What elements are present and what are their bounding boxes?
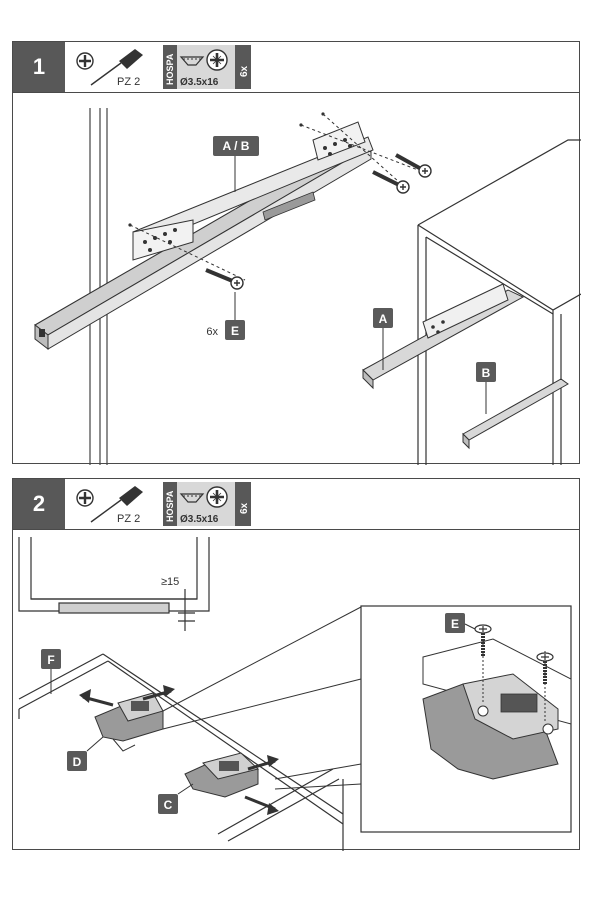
arrow-up-right-c xyxy=(247,755,279,771)
countersunk-screw-icon xyxy=(179,56,205,66)
screw-info: HOSPA Ø3.5x16 6x xyxy=(163,482,251,526)
arrow-down-right-c xyxy=(244,795,279,815)
label-b: B xyxy=(476,362,496,414)
label-d-text: D xyxy=(73,755,82,769)
step-2-header: 2 PZ 2 HOSPA xyxy=(13,479,579,530)
screw-qty-label: 6x xyxy=(239,502,250,514)
tool-info: PZ 2 xyxy=(73,482,161,526)
screw-e-2 xyxy=(395,153,432,178)
arrow-left-d xyxy=(79,689,114,707)
label-ab-text: A / B xyxy=(223,139,250,153)
label-f-text: F xyxy=(47,653,54,667)
screw-size-label: Ø3.5x16 xyxy=(180,514,219,525)
phillips-bit-icon xyxy=(76,52,94,70)
label-e-text: E xyxy=(231,324,239,338)
label-e: E 6x xyxy=(206,292,245,340)
runner-b xyxy=(462,378,569,450)
zoom-callout-lines xyxy=(162,606,362,790)
label-a-text: A xyxy=(379,312,388,326)
brand-label: HOSPA xyxy=(165,490,175,522)
step-1-header: 1 PZ 2 HOSPA xyxy=(13,42,579,93)
screw-tips xyxy=(128,112,325,227)
screwdriver-icon xyxy=(90,49,143,86)
label-a: A xyxy=(373,308,393,370)
screwdriver-icon xyxy=(90,486,143,523)
pozidriv-head-icon xyxy=(206,49,228,71)
screw-e-1 xyxy=(205,268,244,290)
label-e: E xyxy=(445,613,476,633)
drawer-cross-section xyxy=(18,537,210,631)
label-b-text: B xyxy=(482,366,491,380)
countersunk-screw-icon xyxy=(179,493,205,503)
label-ab: A / B xyxy=(213,136,259,192)
step-1-illustration: A / B E 6x A xyxy=(34,108,581,465)
screw-e-right xyxy=(536,652,554,685)
screw-icon xyxy=(129,113,419,281)
runner-a xyxy=(362,283,525,390)
zoom-inset xyxy=(360,605,572,833)
step-1-number: 1 xyxy=(13,42,65,92)
tool-size-label: PZ 2 xyxy=(117,76,140,88)
brand-label: HOSPA xyxy=(165,53,175,85)
tool-size-label: PZ 2 xyxy=(117,513,140,525)
step-2-number: 2 xyxy=(13,479,65,529)
label-c: C xyxy=(158,783,194,814)
screw-qty-label: 6x xyxy=(239,65,250,77)
label-e-count: 6x xyxy=(206,326,218,338)
pozidriv-head-icon xyxy=(206,486,228,508)
step-2-panel: 2 PZ 2 HOSPA xyxy=(12,478,580,851)
label-f: F xyxy=(41,649,61,694)
arrow-right-d xyxy=(142,685,175,701)
label-c-text: C xyxy=(164,798,173,812)
label-d: D xyxy=(67,736,104,771)
clip-d xyxy=(94,692,164,752)
step-1-panel: 1 PZ 2 HOSPA xyxy=(12,41,581,465)
gap-label: ≥15 xyxy=(161,576,179,588)
screw-size-label: Ø3.5x16 xyxy=(180,77,219,88)
clip-c xyxy=(184,752,260,798)
phillips-bit-icon xyxy=(76,489,94,507)
screw-info: HOSPA Ø3.5x16 6x xyxy=(163,45,251,89)
step-2-illustration: ≥15 F xyxy=(18,537,572,851)
label-e-text: E xyxy=(451,617,459,631)
screw-e-3 xyxy=(372,170,410,194)
drawer-runner xyxy=(34,121,374,351)
tool-info: PZ 2 xyxy=(73,45,161,89)
